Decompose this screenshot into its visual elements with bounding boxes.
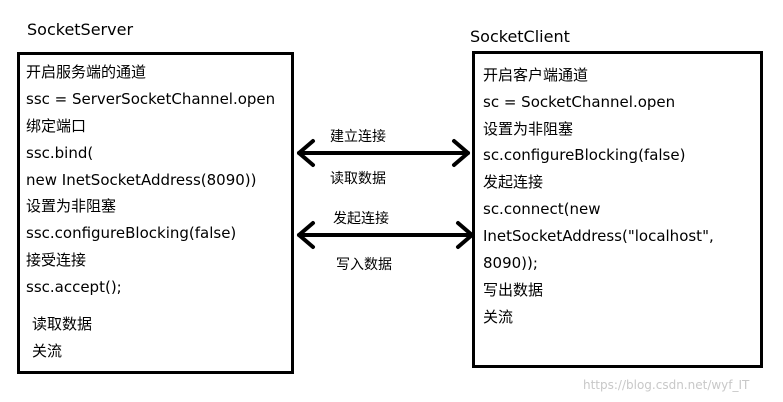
arrow-label-establish: 建立连接	[330, 129, 386, 145]
server-line: 绑定端口	[26, 117, 87, 135]
server-line: 设置为非阻塞	[26, 197, 117, 215]
arrow-label-read: 读取数据	[330, 171, 386, 187]
server-line: ssc.accept();	[26, 278, 122, 296]
client-line: 8090));	[483, 254, 538, 272]
top-double-arrow	[297, 139, 470, 167]
client-line: 发起连接	[483, 173, 544, 191]
server-line: 读取数据	[32, 315, 93, 333]
server-line: 开启服务端的通道	[26, 63, 147, 81]
client-title: SocketClient	[470, 27, 570, 46]
server-box: 开启服务端的通道 ssc = ServerSocketChannel.open …	[17, 52, 294, 374]
client-box: 开启客户端通道 sc = SocketChannel.open 设置为非阻塞 s…	[472, 51, 763, 368]
server-line: 关流	[32, 342, 63, 360]
bottom-double-arrow	[297, 221, 474, 249]
client-line: sc = SocketChannel.open	[483, 93, 676, 111]
arrow-label-write: 写入数据	[336, 257, 392, 273]
server-line: 接受连接	[26, 251, 87, 269]
watermark: https://blog.csdn.net/wyf_IT	[583, 378, 750, 392]
client-line: InetSocketAddress("localhost",	[483, 227, 714, 245]
client-line: sc.connect(new	[483, 200, 601, 218]
server-line: new InetSocketAddress(8090))	[26, 171, 257, 189]
client-line: 写出数据	[483, 281, 544, 299]
server-title: SocketServer	[27, 20, 134, 39]
arrow-label-initiate: 发起连接	[333, 211, 389, 227]
client-line: sc.configureBlocking(false)	[483, 146, 686, 164]
client-line: 关流	[483, 308, 514, 326]
client-line: 设置为非阻塞	[483, 120, 574, 138]
server-line: ssc.bind(	[26, 144, 94, 162]
server-line: ssc = ServerSocketChannel.open	[26, 90, 276, 108]
server-line: ssc.configureBlocking(false)	[26, 224, 237, 242]
client-line: 开启客户端通道	[483, 66, 589, 84]
